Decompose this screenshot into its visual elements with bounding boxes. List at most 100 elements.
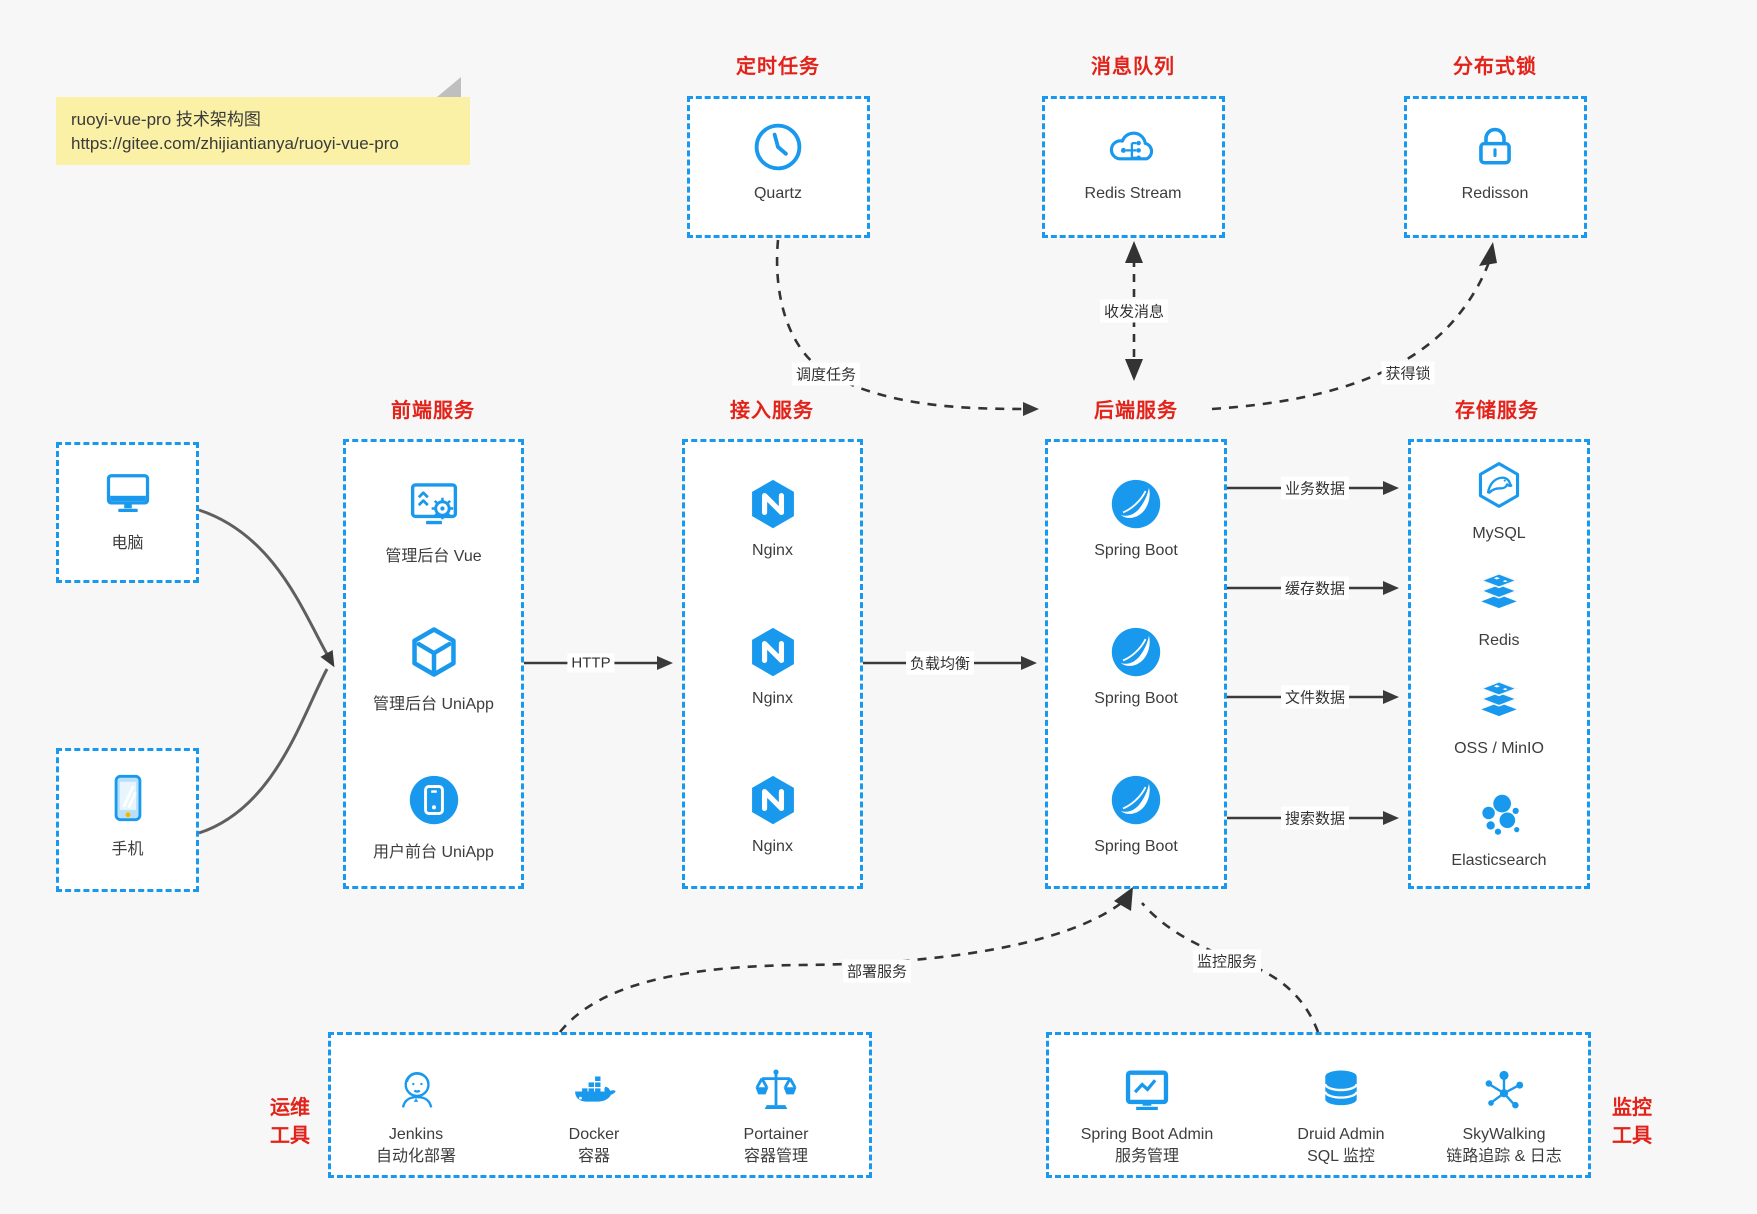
node-nginx-3: Nginx xyxy=(682,773,863,856)
node-admin-vue: 管理后台 Vue xyxy=(343,477,524,566)
column-title-frontend: 前端服务 xyxy=(391,400,475,422)
edge-deploy-service xyxy=(558,902,1121,1033)
arrowhead-deploy xyxy=(1114,887,1133,911)
admin-vue-icon xyxy=(407,483,461,535)
spring-boot-icon xyxy=(1109,775,1163,831)
node-spring-boot-admin: Spring Boot Admin 服务管理 xyxy=(1057,1064,1237,1167)
docker-icon xyxy=(568,1076,620,1120)
node-mysql: MySQL xyxy=(1409,460,1589,543)
node-label: 电脑 xyxy=(111,535,144,552)
edge-label-send-receive-message: 收发消息 xyxy=(1099,299,1169,323)
node-sublabel: 自动化部署 xyxy=(375,1148,456,1165)
node-redis: Redis xyxy=(1409,567,1589,650)
uniapp-cube-icon xyxy=(407,627,461,683)
lock-icon xyxy=(1468,127,1522,178)
edge-label-business-data: 业务数据 xyxy=(1280,476,1350,500)
portainer-icon xyxy=(750,1069,802,1120)
node-label: MySQL xyxy=(1472,525,1526,542)
note-url: https://gitee.com/zhijiantianya/ruoyi-vu… xyxy=(71,134,399,153)
node-label: Redis Stream xyxy=(1084,185,1182,202)
node-label: Portainer xyxy=(743,1126,809,1143)
edge-phone-to-frontend xyxy=(198,668,329,835)
column-title-access: 接入服务 xyxy=(730,400,814,422)
edge-schedule-task xyxy=(775,239,1039,416)
node-label: 用户前台 UniApp xyxy=(373,844,494,861)
node-quartz: Quartz xyxy=(693,120,863,203)
edge-label-search-data: 搜索数据 xyxy=(1280,806,1350,830)
edge-label-cache-data: 缓存数据 xyxy=(1280,576,1350,600)
node-label: Quartz xyxy=(753,185,802,202)
node-label: Spring Boot xyxy=(1094,542,1178,559)
node-sublabel: 容器管理 xyxy=(743,1148,808,1165)
edge-label-file-data: 文件数据 xyxy=(1280,685,1350,709)
node-redis-stream: Redis Stream xyxy=(1048,120,1218,203)
smartphone-icon xyxy=(102,774,154,828)
spring-boot-icon xyxy=(1109,627,1163,683)
elasticsearch-icon xyxy=(1474,794,1524,843)
node-label: 管理后台 UniApp xyxy=(373,696,494,713)
node-desktop: 电脑 xyxy=(56,466,199,553)
monitor-title-line1: 监控 xyxy=(1612,1097,1652,1119)
column-title-backend: 后端服务 xyxy=(1094,400,1178,422)
group-title-message-queue: 消息队列 xyxy=(1091,56,1175,78)
node-sublabel: 容器 xyxy=(577,1148,610,1165)
edge-label-load-balance: 负载均衡 xyxy=(905,651,975,675)
box-monitor-tools xyxy=(1046,1032,1591,1178)
node-label: Redis xyxy=(1478,632,1520,649)
arrowhead-up-mq xyxy=(1125,241,1143,263)
skywalking-icon xyxy=(1478,1070,1530,1120)
node-label: Redisson xyxy=(1461,185,1529,202)
box-message-queue xyxy=(1042,96,1225,238)
node-docker: Docker 容器 xyxy=(504,1064,684,1167)
edge-desktop-to-frontend xyxy=(198,508,335,668)
node-oss-minio: OSS / MinIO xyxy=(1409,675,1589,758)
node-label: Nginx xyxy=(752,838,793,855)
spring-boot-admin-icon xyxy=(1121,1070,1173,1120)
node-label: Spring Boot xyxy=(1094,690,1178,707)
group-title-distributed-lock: 分布式锁 xyxy=(1453,56,1537,78)
node-sublabel: 链路追踪 & 日志 xyxy=(1446,1148,1562,1165)
edge-acquire-lock xyxy=(1211,261,1491,411)
node-sublabel: SQL 监控 xyxy=(1307,1148,1375,1165)
box-distributed-lock xyxy=(1404,96,1587,238)
node-nginx-1: Nginx xyxy=(682,477,863,560)
spring-boot-icon xyxy=(1109,479,1163,535)
node-druid-admin: Druid Admin SQL 监控 xyxy=(1251,1064,1431,1167)
node-label: Nginx xyxy=(752,690,793,707)
edge-label-acquire-lock: 获得锁 xyxy=(1381,361,1435,385)
box-desktop-client xyxy=(56,442,199,583)
node-spring-boot-1: Spring Boot xyxy=(1046,477,1226,560)
node-label: Spring Boot Admin xyxy=(1080,1126,1214,1143)
node-label: 手机 xyxy=(111,841,144,858)
edge-label-schedule-task: 调度任务 xyxy=(791,362,861,386)
group-title-scheduled-task: 定时任务 xyxy=(736,56,820,78)
clock-icon xyxy=(751,123,805,178)
node-elasticsearch: Elasticsearch xyxy=(1409,789,1589,870)
node-spring-boot-2: Spring Boot xyxy=(1046,625,1226,708)
user-app-icon xyxy=(407,775,461,831)
oss-icon xyxy=(1474,680,1524,729)
mysql-icon xyxy=(1474,462,1524,514)
node-label: OSS / MinIO xyxy=(1454,740,1544,757)
node-label: Jenkins xyxy=(388,1126,444,1143)
node-redisson: Redisson xyxy=(1410,120,1580,203)
box-storage-services xyxy=(1408,439,1590,889)
nginx-icon xyxy=(746,627,800,683)
node-user-uniapp: 用户前台 UniApp xyxy=(343,773,524,862)
jenkins-icon xyxy=(390,1072,442,1120)
arrowhead-lock xyxy=(1479,242,1497,266)
edge-label-monitor-service: 监控服务 xyxy=(1192,949,1262,973)
monitor-title-line2: 工具 xyxy=(1612,1125,1652,1147)
group-title-ops-tools: 运维 工具 xyxy=(258,1094,322,1150)
node-label: Elasticsearch xyxy=(1451,852,1547,869)
note-title: ruoyi-vue-pro 技术架构图 xyxy=(71,110,261,129)
node-label: Spring Boot xyxy=(1094,838,1178,855)
node-admin-uniapp: 管理后台 UniApp xyxy=(343,625,524,714)
node-label: Druid Admin xyxy=(1297,1126,1385,1143)
node-sublabel: 服务管理 xyxy=(1114,1148,1179,1165)
node-label: 管理后台 Vue xyxy=(385,548,482,565)
node-nginx-2: Nginx xyxy=(682,625,863,708)
druid-icon xyxy=(1315,1070,1367,1120)
